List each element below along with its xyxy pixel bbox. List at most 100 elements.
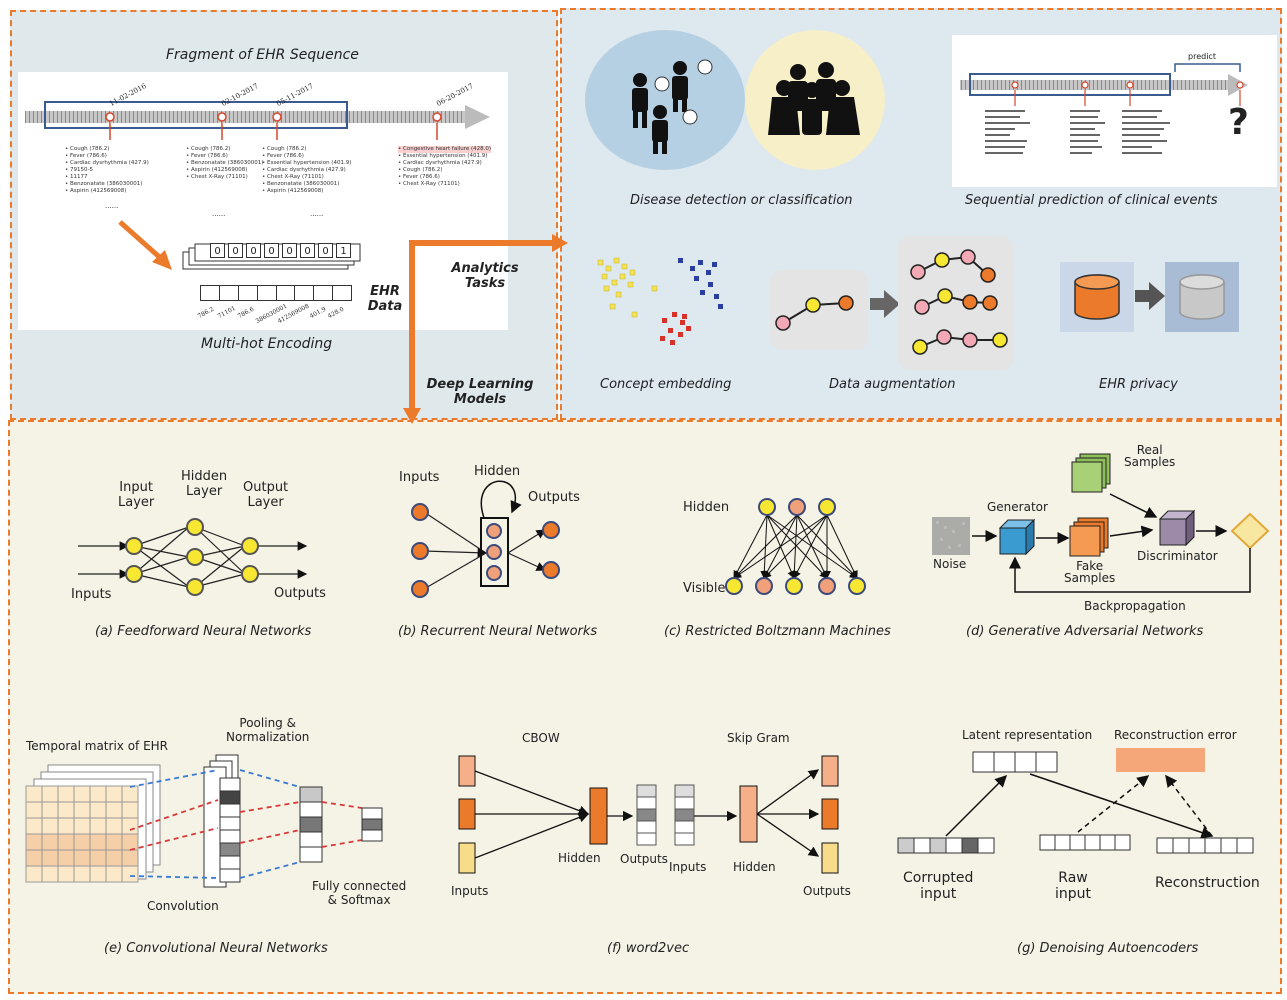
ffnn-input-layer-label: Input Layer	[118, 480, 155, 510]
ellipsis: ......	[310, 210, 324, 218]
multi-hot-cell: 0	[282, 243, 297, 258]
feature-map-cell	[219, 842, 241, 857]
w2v-inputs-label: Inputs	[451, 884, 489, 898]
matrix-cell	[25, 817, 43, 835]
rbm-visible-label: Visible	[683, 581, 726, 596]
multi-hot-cell: 0	[228, 243, 243, 258]
dae-corrupted-input-label: Corrupted input	[903, 870, 974, 902]
rbm-edge	[733, 514, 828, 579]
ffnn-output-layer-label: Output Layer	[243, 480, 289, 510]
matrix-cell	[121, 849, 139, 867]
ffnn-inputs-label: Inputs	[71, 587, 112, 602]
dae-caption: (g) Denoising Autoencoders	[1017, 941, 1199, 956]
dae-diagram	[897, 748, 1254, 854]
network-nodes	[654, 59, 713, 125]
matrix-cell	[73, 833, 91, 851]
matrix-cell	[89, 849, 107, 867]
dae-raw-input-label: Raw input	[1055, 870, 1092, 902]
visit-marker	[432, 112, 442, 122]
task-data-augmentation: Data augmentation	[829, 377, 956, 392]
w2v-caption: (f) word2vec	[607, 941, 690, 956]
visit-marker	[105, 112, 115, 122]
cnn-pooling-label: Pooling & Normalization	[226, 716, 310, 744]
rbm-edge	[733, 514, 768, 579]
feature-map-cell	[219, 868, 241, 883]
cnn-fully-connected-label: Fully connected & Softmax	[312, 879, 407, 907]
multi-hot-cell: 1	[336, 243, 351, 258]
rbm-node	[788, 498, 806, 516]
task-disease-detection: Disease detection or classification	[630, 193, 853, 208]
w2v-cbow-label: CBOW	[522, 731, 560, 745]
dae-reconstruction-label: Reconstruction	[1155, 875, 1260, 891]
rnn-diagram	[411, 480, 560, 598]
word2vec-diagram	[458, 755, 839, 874]
matrix-cell	[121, 865, 139, 883]
patient-group-icon	[768, 62, 860, 135]
visit-marker	[217, 112, 227, 122]
multi-hot-cell: 0	[318, 243, 333, 258]
feature-map-cell	[219, 777, 241, 792]
matrix-cell	[57, 801, 75, 819]
visit-marker	[272, 112, 282, 122]
rnn-inputs-label: Inputs	[399, 470, 440, 485]
window-box	[44, 101, 348, 129]
task-ehr-privacy: EHR privacy	[1099, 377, 1178, 392]
embedding-cluster-blue	[678, 258, 723, 309]
multi-hot-cell: 0	[264, 243, 279, 258]
gan-generator-label: Generator	[987, 500, 1048, 514]
gan-noise-label: Noise	[933, 557, 967, 571]
matrix-cell	[41, 849, 59, 867]
matrix-cell	[41, 801, 59, 819]
matrix-cell	[73, 817, 91, 835]
patients-network-icon	[632, 61, 688, 154]
matrix-cell	[89, 833, 107, 851]
rbm-node	[848, 577, 866, 595]
matrix-cell	[105, 785, 123, 803]
rbm-edge	[763, 514, 828, 579]
visit-codes-2: Cough (786.2)Fever (786.6)Benzonatate (3…	[186, 146, 266, 181]
code-header-row	[200, 285, 352, 301]
dae-reconstruction-error-label: Reconstruction error	[1114, 728, 1237, 742]
dae-latent-label: Latent representation	[962, 728, 1093, 742]
rbm-node	[758, 498, 776, 516]
timeline-bar	[25, 111, 465, 123]
rbm-edge	[826, 514, 858, 579]
rnn-hidden-label: Hidden	[474, 464, 521, 479]
ellipsis: ......	[105, 202, 119, 210]
ffnn-hidden-layer-label: Hidden Layer	[181, 469, 228, 499]
ehr-sequence-title: Fragment of EHR Sequence	[166, 47, 359, 63]
matrix-cell	[25, 849, 43, 867]
timeline-arrowhead	[465, 105, 490, 129]
ffnn-diagram	[78, 518, 308, 596]
mini-code-lines	[985, 110, 1170, 154]
gan-backpropagation-label: Backpropagation	[1084, 599, 1186, 613]
visit-codes-4: Congestive heart failure (428.0)Essentia…	[398, 146, 492, 188]
w2v-hidden-label: Hidden	[558, 851, 601, 865]
matrix-cell	[105, 849, 123, 867]
multi-hot-cell: 0	[210, 243, 225, 258]
cnn-temporal-matrix-label: Temporal matrix of EHR	[26, 739, 169, 753]
w2v-hidden-label: Hidden	[733, 860, 776, 874]
matrix-cell	[105, 801, 123, 819]
connector-arrow	[409, 240, 555, 410]
matrix-cell	[25, 785, 43, 803]
gan-fake-samples-label: Fake Samples	[1064, 559, 1116, 585]
task-concept-embedding: Concept embedding	[600, 377, 732, 392]
matrix-cell	[57, 865, 75, 883]
matrix-cell	[121, 817, 139, 835]
gan-real-samples-label: Real Samples	[1124, 443, 1176, 469]
feature-map-cell	[219, 855, 241, 870]
matrix-cell	[105, 865, 123, 883]
gan-diagram	[932, 453, 1270, 593]
matrix-cell	[41, 785, 59, 803]
encoding-arrow	[118, 220, 167, 264]
matrix-cell	[105, 817, 123, 835]
ffnn-outputs-label: Outputs	[274, 586, 326, 601]
predict-label: predict	[1188, 52, 1216, 61]
matrix-cell	[25, 801, 43, 819]
rbm-hidden-label: Hidden	[683, 500, 730, 515]
matrix-cell	[73, 865, 91, 883]
